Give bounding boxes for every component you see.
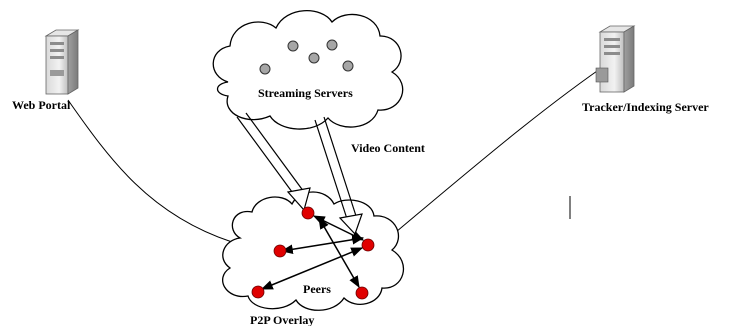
peer-node	[301, 206, 315, 220]
server-tower-icon	[595, 25, 636, 93]
peer-connections	[260, 215, 365, 290]
peer-node	[361, 238, 375, 252]
web-portal-link	[67, 99, 233, 243]
tracker-server-label: Tracker/Indexing Server	[582, 100, 709, 114]
streaming-servers-label: Streaming Servers	[258, 86, 353, 100]
peer-node	[273, 244, 287, 258]
server-dot-3	[308, 52, 320, 64]
server-dot-4	[259, 63, 271, 75]
p2p-overlay-label: P2P Overlay	[250, 313, 314, 326]
web-portal-label: Web Portal	[12, 98, 71, 112]
peer-node	[251, 285, 265, 299]
video-content-label: Video Content	[351, 141, 425, 155]
server-tower-icon	[44, 29, 80, 95]
video-content-arrow-left	[236, 112, 311, 212]
peer-node	[355, 286, 369, 300]
server-dot-5	[342, 60, 354, 72]
streaming-servers-cloud	[212, 10, 404, 130]
server-dot-2	[326, 39, 338, 51]
peers-label: Peers	[303, 282, 331, 296]
tracker-link	[395, 61, 611, 233]
server-dot-1	[287, 40, 299, 52]
